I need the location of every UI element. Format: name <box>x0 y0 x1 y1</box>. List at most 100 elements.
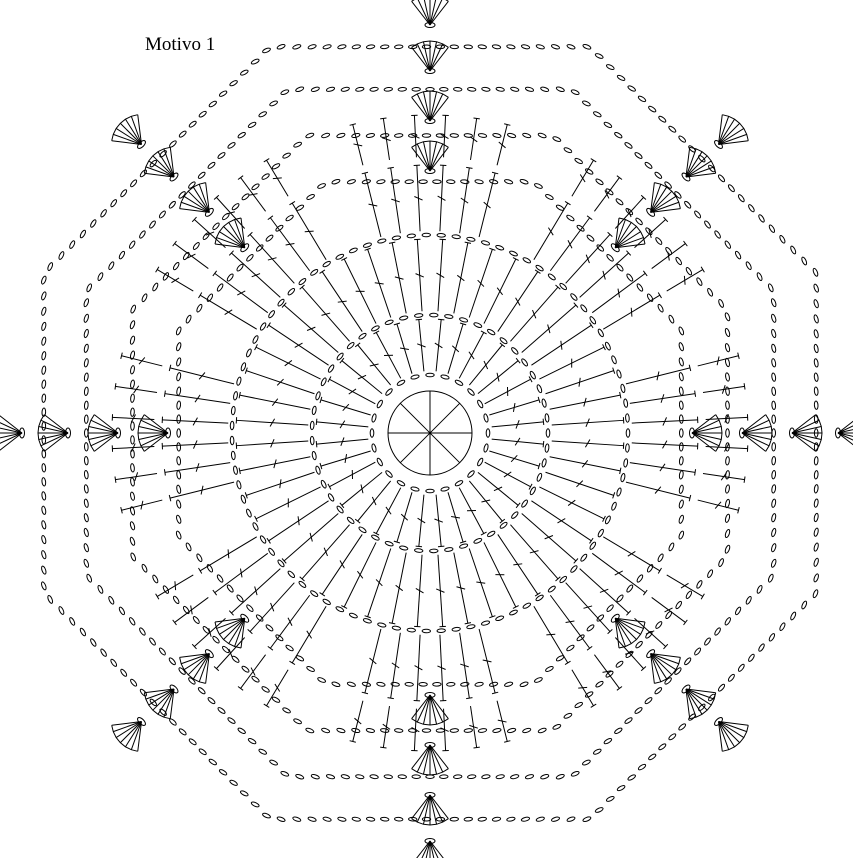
chain-stitch <box>240 362 246 371</box>
chain-stitch <box>41 520 46 529</box>
treble-top <box>389 242 395 243</box>
treble-top <box>695 391 696 397</box>
fan-stitch <box>224 227 245 248</box>
chain-stitch <box>540 774 549 780</box>
chain-stitch <box>347 179 356 185</box>
chain-stitch <box>492 817 501 822</box>
chain-stitch <box>90 638 97 647</box>
treble-bar <box>484 361 488 369</box>
chain-stitch <box>282 152 291 159</box>
treble-bar <box>252 274 260 277</box>
chain-stitch <box>341 774 350 779</box>
chain-stitch <box>240 790 249 797</box>
chain-stitch <box>370 87 379 92</box>
chain-stitch <box>536 473 542 482</box>
chain-stitch <box>130 521 136 530</box>
chain-stitch <box>198 110 207 118</box>
chain-stitch <box>771 358 776 367</box>
chain-stitch <box>675 601 683 610</box>
chain-stitch <box>552 136 561 143</box>
fan-stitch <box>0 433 22 446</box>
chain-stitch <box>627 774 636 781</box>
treble-bar <box>343 404 349 410</box>
chain-stitch <box>615 198 624 206</box>
chain-stitch <box>758 214 766 223</box>
chain-stitch <box>130 380 135 389</box>
chain-stitch <box>454 480 463 487</box>
chain-stitch <box>358 332 367 340</box>
chain-stitch <box>277 816 286 822</box>
chain-stitch <box>396 480 405 487</box>
fan-stitch <box>153 689 174 710</box>
chain-stitch <box>323 816 332 822</box>
chain-stitch <box>521 44 530 50</box>
chain-stitch <box>320 377 327 386</box>
chain-stitch <box>422 629 430 633</box>
treble-top <box>173 241 177 246</box>
treble-top <box>239 392 240 398</box>
chain-stitch <box>440 486 449 492</box>
chain-stitch <box>86 283 93 292</box>
chain-stitch <box>346 516 355 524</box>
chain-stitch <box>331 179 340 185</box>
chain-stitch <box>707 569 714 578</box>
chain-stitch <box>177 415 181 424</box>
chain-stitch <box>380 728 389 733</box>
chain-stitch <box>358 526 367 534</box>
chain-stitch <box>366 44 375 49</box>
treble-top <box>289 661 294 664</box>
chain-stitch <box>541 399 547 408</box>
chain-stitch <box>371 443 377 452</box>
chain-stitch <box>326 774 335 780</box>
chain-stitch <box>668 125 677 133</box>
chain-stitch <box>282 707 291 714</box>
chain-stitch <box>84 456 88 465</box>
chain-stitch <box>265 624 274 632</box>
chain-stitch <box>525 86 534 92</box>
chain-stitch <box>130 492 135 501</box>
chain-stitch <box>231 406 236 415</box>
treble-top <box>684 620 688 625</box>
chain-stitch <box>492 133 501 138</box>
treble-bar <box>280 479 281 488</box>
chain-stitch <box>536 384 542 393</box>
treble-bar <box>228 549 229 558</box>
chain-stitch <box>292 816 301 822</box>
treble-top <box>565 661 570 664</box>
treble-top <box>543 441 544 447</box>
treble-bar <box>338 301 347 302</box>
chain-stitch <box>464 817 473 821</box>
treble-bar <box>321 313 330 315</box>
chain-stitch <box>310 268 319 276</box>
chain-stitch <box>130 408 134 417</box>
chain-stitch <box>745 596 752 605</box>
chain-stitch <box>694 210 702 219</box>
chain-stitch <box>118 251 125 260</box>
treble-top <box>156 594 159 599</box>
chain-stitch <box>58 606 65 615</box>
chain-stitch <box>231 203 240 211</box>
chain-stitch <box>152 282 159 291</box>
treble-bar <box>305 231 314 232</box>
chain-stitch <box>141 564 148 573</box>
chain-stitch <box>566 816 575 822</box>
chain-stitch <box>771 373 776 382</box>
treble-top <box>388 167 394 168</box>
chain-stitch <box>175 531 181 540</box>
chain-stitch <box>623 458 628 467</box>
chain-stitch <box>452 627 461 632</box>
chain-stitch <box>315 391 321 400</box>
chain-stitch <box>545 665 554 672</box>
treble-top <box>591 704 596 707</box>
chain-stitch <box>355 87 364 92</box>
treble-top <box>466 698 472 699</box>
treble-top <box>658 568 661 573</box>
treble-top <box>587 216 592 220</box>
chain-stitch <box>813 299 819 308</box>
chain-stitch <box>371 413 377 422</box>
chain-stitch <box>396 379 405 386</box>
treble-bar <box>532 310 535 318</box>
chain-stitch <box>130 552 137 561</box>
chain-stitch <box>268 310 276 319</box>
chain-stitch <box>574 157 583 164</box>
